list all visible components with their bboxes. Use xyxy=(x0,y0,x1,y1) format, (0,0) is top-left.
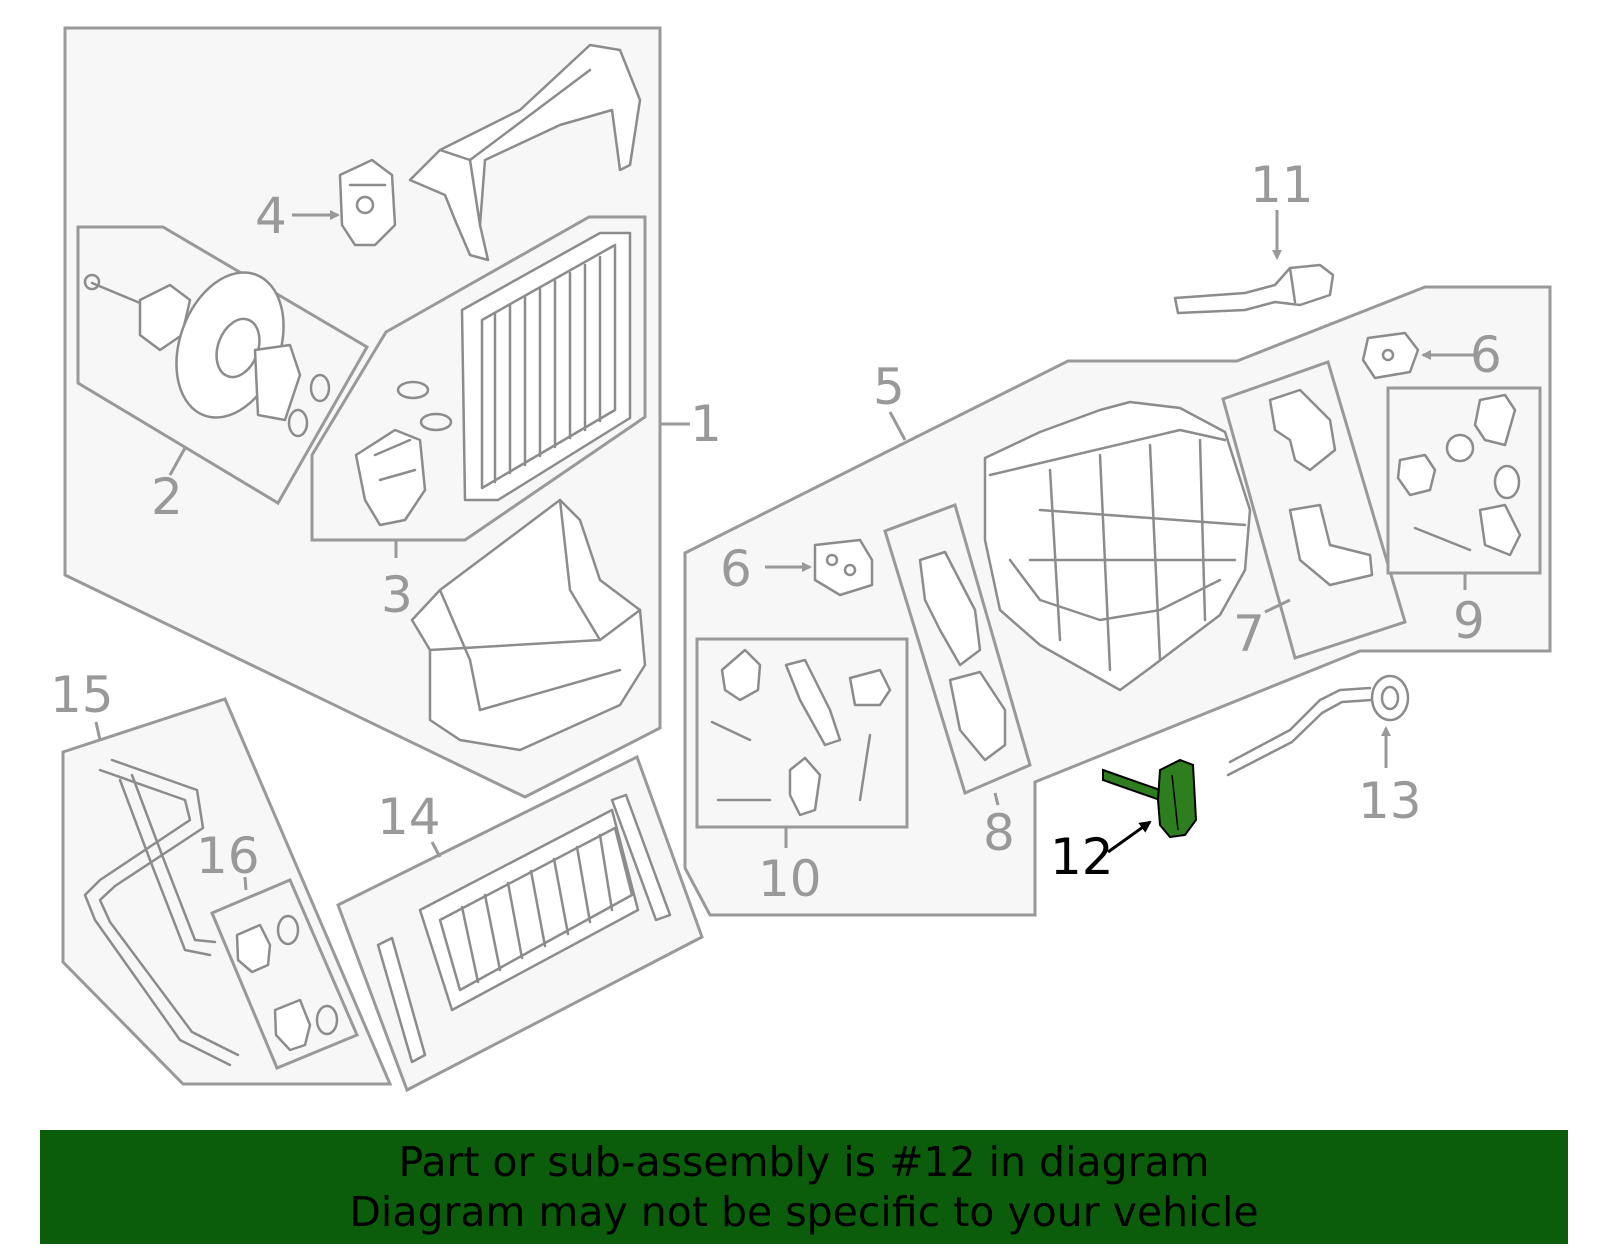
leader-2 xyxy=(168,447,187,476)
part-11-sensor[interactable] xyxy=(1173,263,1335,315)
panel-15-heater-pipes xyxy=(61,697,393,1086)
panel-5-hvac-group xyxy=(683,285,1552,917)
callout-9[interactable]: 9 xyxy=(1453,592,1485,650)
callout-16[interactable]: 16 xyxy=(196,827,260,885)
leader-5 xyxy=(888,411,907,441)
info-banner: Part or sub-assembly is #12 in diagram D… xyxy=(40,1130,1568,1244)
callout-3[interactable]: 3 xyxy=(381,566,413,624)
banner-line-part-reference: Part or sub-assembly is #12 in diagram xyxy=(398,1138,1210,1186)
callout-5[interactable]: 5 xyxy=(873,358,905,416)
panel-1-evaporator-group xyxy=(63,26,662,799)
leader-14 xyxy=(430,841,442,858)
part-13-hose[interactable] xyxy=(1226,674,1410,777)
callout-2[interactable]: 2 xyxy=(151,468,183,526)
leader-16 xyxy=(243,876,248,891)
evaporator-case[interactable] xyxy=(410,498,647,752)
callout-6-right[interactable]: 6 xyxy=(1470,326,1502,384)
part-7-linkage[interactable] xyxy=(1268,388,1374,587)
callout-1[interactable]: 1 xyxy=(690,395,722,453)
part-6-actuator-right[interactable] xyxy=(1361,331,1420,380)
hvac-housing[interactable] xyxy=(983,400,1252,692)
part-16-grommets[interactable] xyxy=(235,914,339,1052)
callouts: 1 2 3 4 5 6 6 7 8 9 10 11 12 13 14 15 16 xyxy=(50,156,1502,908)
callout-15[interactable]: 15 xyxy=(50,666,114,724)
part-3-fittings[interactable] xyxy=(354,380,453,527)
leader-8 xyxy=(993,792,1000,806)
part-10-levers[interactable] xyxy=(710,648,892,817)
part-9-clips[interactable] xyxy=(1396,393,1522,557)
mount-bracket-top xyxy=(408,43,642,262)
part-4-bracket[interactable] xyxy=(338,158,397,247)
banner-line-disclaimer: Diagram may not be specific to your vehi… xyxy=(349,1188,1259,1236)
leader-12 xyxy=(1107,820,1152,854)
part-8-doors[interactable] xyxy=(918,550,1007,762)
evaporator-core[interactable] xyxy=(460,231,632,502)
leader-lines xyxy=(94,210,1475,891)
callout-10[interactable]: 10 xyxy=(758,850,822,908)
leader-7 xyxy=(1264,598,1291,614)
part-6-actuator-left[interactable] xyxy=(813,538,874,597)
callout-14[interactable]: 14 xyxy=(377,788,441,846)
callout-6-left[interactable]: 6 xyxy=(720,540,752,598)
callout-7[interactable]: 7 xyxy=(1233,605,1265,663)
part-2-valve-kit[interactable] xyxy=(83,257,331,438)
callout-8[interactable]: 8 xyxy=(983,804,1015,862)
part-12-highlighted-part[interactable] xyxy=(1102,758,1198,839)
leader-15 xyxy=(94,721,102,741)
callout-4[interactable]: 4 xyxy=(255,187,287,245)
callout-11[interactable]: 11 xyxy=(1250,156,1314,214)
callout-12[interactable]: 12 xyxy=(1050,828,1114,886)
callout-13[interactable]: 13 xyxy=(1358,772,1422,830)
panel-14-heater-core xyxy=(336,754,704,1093)
